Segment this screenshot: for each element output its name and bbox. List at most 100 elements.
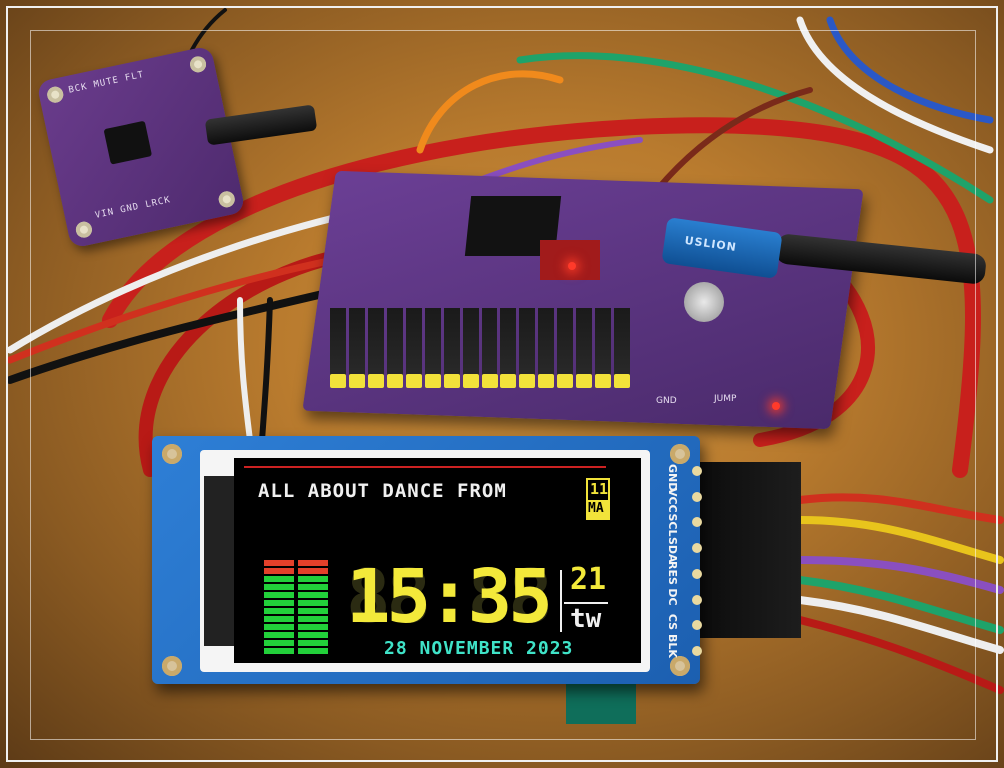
- jumper-pin: [348, 308, 365, 388]
- lcd-module: ALL ABOUT DANCE FROM 11 MA 88:88 15:35 2…: [152, 436, 702, 684]
- vu-segment: [264, 616, 294, 622]
- vu-segment: [264, 568, 294, 574]
- pin-label: DC: [666, 588, 679, 607]
- dac-label-bottom: VIN GND LRCK: [94, 195, 172, 221]
- pin-header-row: [330, 290, 630, 388]
- vu-meter-right: [298, 554, 328, 654]
- pin-labels: GND VCC SCL SDA RES DC CS BLK: [660, 464, 684, 658]
- black-wire: [259, 297, 273, 443]
- vu-segment: [298, 592, 328, 598]
- jumper-pin: [367, 308, 384, 388]
- power-led: [772, 402, 780, 410]
- usb-chip: [540, 240, 600, 280]
- dupont-connector: [697, 462, 801, 638]
- pin-label: CS: [666, 613, 679, 630]
- mounting-hole: [45, 85, 65, 105]
- orange-wire: [416, 70, 564, 154]
- pin-pad: [692, 543, 702, 554]
- vu-segment: [298, 600, 328, 606]
- jumper-pin: [424, 308, 441, 388]
- mounting-hole: [670, 656, 690, 676]
- vu-segment: [264, 640, 294, 646]
- vu-segment: [298, 560, 328, 566]
- usb-brand-label: USLION: [683, 233, 738, 254]
- seconds-divider: [560, 570, 562, 632]
- gnd-silkscreen: GND: [656, 396, 677, 406]
- pin-pad: [692, 491, 702, 502]
- jumper-pin: [557, 308, 574, 388]
- jumper-pin: [386, 308, 403, 388]
- pin-label: SCL: [666, 513, 679, 537]
- pin-label: RES: [666, 561, 679, 586]
- pin-pad: [692, 466, 702, 476]
- jumper-pin: [462, 308, 479, 388]
- pin-pad: [692, 594, 702, 605]
- pin-label: GND: [666, 464, 679, 492]
- pin-label: SDA: [666, 536, 679, 563]
- pin-label: BLK: [666, 634, 679, 658]
- vu-segment: [298, 640, 328, 646]
- seconds-underline: [564, 602, 608, 604]
- mounting-hole: [74, 220, 94, 240]
- vu-segment: [264, 632, 294, 638]
- info-badge: 11 MA: [586, 478, 610, 520]
- mounting-hole: [670, 444, 690, 464]
- clock-seconds: 21: [570, 562, 607, 597]
- jumper-pin: [500, 308, 517, 388]
- jumper-pin: [538, 308, 555, 388]
- mounting-hole: [162, 656, 182, 676]
- mounting-hole: [188, 54, 208, 74]
- badge-top-text: 11: [590, 480, 609, 498]
- vu-meter: [264, 554, 328, 654]
- pin-label: VCC: [666, 488, 679, 513]
- dac-chip: [103, 120, 153, 165]
- vu-meter-left: [264, 554, 294, 654]
- blue-wire: [826, 16, 994, 124]
- vu-segment: [298, 576, 328, 582]
- white-wire: [237, 297, 253, 443]
- vu-segment: [298, 616, 328, 622]
- vu-segment: [298, 584, 328, 590]
- pin-pad: [692, 568, 702, 579]
- vu-segment: [264, 584, 294, 590]
- jump-silkscreen: JUMP: [714, 394, 737, 404]
- lcd-flex-cable: [204, 476, 234, 646]
- pin-pad: [692, 620, 702, 631]
- flex-ribbon: [566, 680, 636, 724]
- vu-segment: [298, 648, 328, 654]
- vu-segment: [264, 592, 294, 598]
- red-wire: [796, 493, 1004, 524]
- clock-time: 15:35: [346, 554, 553, 640]
- jumper-pin: [595, 308, 612, 388]
- status-led: [568, 262, 576, 270]
- vu-segment: [264, 576, 294, 582]
- green-wire: [516, 52, 994, 204]
- vu-segment: [298, 632, 328, 638]
- mounting-hole: [162, 444, 182, 464]
- pin-header-pads: [692, 466, 702, 656]
- vu-segment: [298, 624, 328, 630]
- yellow-wire: [796, 516, 1004, 564]
- vu-segment: [298, 568, 328, 574]
- jumper-pin: [481, 308, 498, 388]
- badge-bottom-text: MA: [588, 500, 608, 518]
- clock-ghost-segments: 88:88: [346, 554, 553, 640]
- pin-pad: [692, 517, 702, 528]
- capacitor: [684, 282, 724, 322]
- date-text: 28 NOVEMBER 2023: [384, 638, 574, 659]
- jumper-pin: [443, 308, 460, 388]
- red-wire: [796, 616, 1004, 694]
- pin-pad: [692, 645, 702, 656]
- jumper-pin: [576, 308, 593, 388]
- dac-label-top: BCK MUTE FLT: [67, 69, 146, 96]
- dac-module: BCK MUTE FLT VIN GND LRCK: [36, 45, 246, 249]
- jumper-pin: [519, 308, 536, 388]
- jumper-pin: [614, 308, 630, 388]
- vu-segment: [264, 624, 294, 630]
- vu-segment: [264, 560, 294, 566]
- station-title: ALL ABOUT DANCE FROM: [258, 480, 507, 502]
- vu-segment: [264, 648, 294, 654]
- vu-segment: [264, 600, 294, 606]
- top-divider-line: [244, 466, 606, 468]
